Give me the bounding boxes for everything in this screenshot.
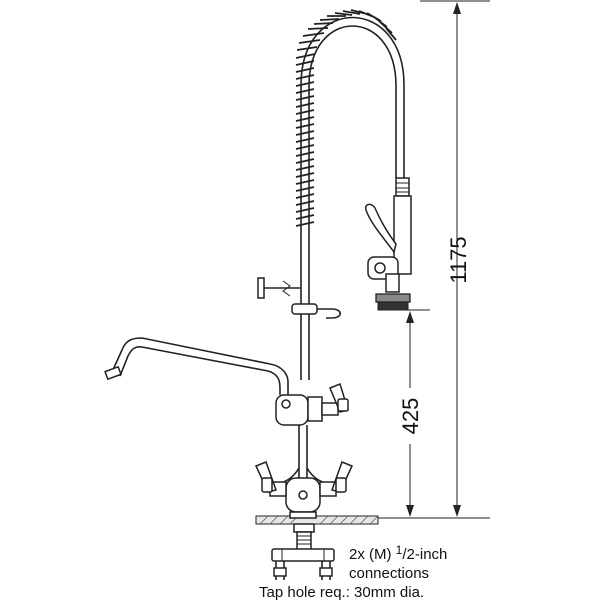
connections-label: connections [349,565,429,582]
connections-prefix: 2x (M) [349,546,396,563]
connection-note: 2x (M) 1/2-inch connections [349,543,447,582]
counter-top [255,515,379,525]
lower-column [298,425,308,478]
coil-spring [295,9,397,227]
tap-hole-note: Tap hole req.: 30mm dia. [259,584,424,600]
overhead-hose [300,16,405,235]
upper-valve-body [275,383,349,426]
connections-fraction-rest: /2-inch [402,546,447,563]
dimension-label-425: 425 [398,398,423,435]
svg-text:2x (M) 1/2-inch: 2x (M) 1/2-inch [349,543,447,563]
dimension-spout-height: 425 [396,311,424,517]
connections-fraction-num: 1 [396,543,403,557]
twin-valve-body [254,461,354,513]
wall-bracket [257,277,342,319]
dimension-label-1175: 1175 [446,236,471,283]
supply-connections [271,511,335,580]
swing-spout [104,337,289,395]
dimension-overall-height: 1175 [446,2,471,517]
spray-valve [364,177,412,311]
